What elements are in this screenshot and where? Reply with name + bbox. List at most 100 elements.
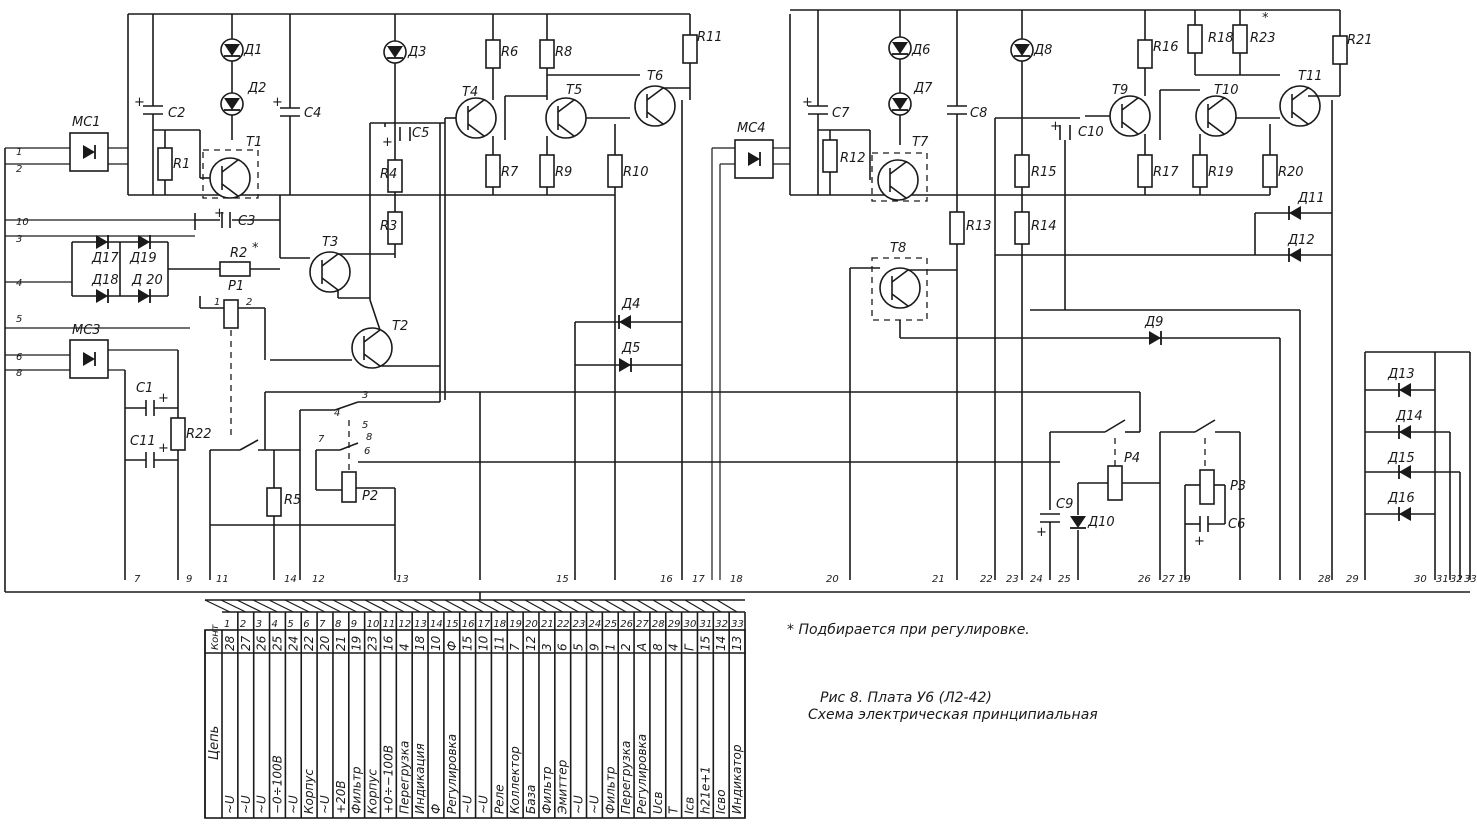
- label-p2: Р2: [362, 489, 378, 504]
- relay-pin-2: 3: [362, 390, 368, 401]
- star-mark-0: *: [252, 241, 259, 256]
- label-r18: R18: [1208, 31, 1234, 46]
- table-col-7: 7: [319, 619, 326, 630]
- table-circuit-29: Т: [667, 805, 681, 814]
- bus-number-20: 29: [1346, 574, 1359, 585]
- table-circuit-6: Корпус: [302, 769, 316, 814]
- table-contact-28: 8: [651, 643, 665, 651]
- bus-number-2: 11: [216, 574, 229, 585]
- table-circuit-17: ~U: [477, 795, 491, 814]
- table-contact-20: 12: [524, 636, 538, 651]
- input-pin-3: 3: [16, 234, 22, 245]
- label-r3: R3: [380, 219, 397, 234]
- table-contact-10: 23: [366, 636, 380, 651]
- table-col-21: 21: [541, 619, 554, 630]
- label-r14: R14: [1031, 219, 1057, 234]
- label-d2: Д2: [247, 81, 266, 96]
- table-circuit-10: Корпус: [366, 769, 380, 814]
- label-d13: Д13: [1387, 367, 1415, 382]
- label-d18: Д18: [91, 273, 119, 288]
- table-contact-18: 11: [492, 636, 506, 651]
- table-contact-12: 4: [397, 643, 411, 651]
- table-col-26: 26: [620, 619, 633, 630]
- relay-pin-3: 4: [334, 408, 340, 419]
- label-r7: R7: [501, 165, 519, 180]
- input-pin-5: 5: [16, 314, 22, 325]
- table-col-10: 10: [367, 619, 380, 630]
- input-pin-2: 10: [16, 217, 29, 228]
- label-d14: Д14: [1395, 409, 1423, 424]
- input-pin-7: 8: [16, 368, 22, 379]
- table-circuit-16: ~U: [461, 795, 475, 814]
- table-col-20: 20: [525, 619, 538, 630]
- table-circuit-11: +0÷−100В: [381, 745, 395, 814]
- label-d15: Д15: [1387, 451, 1415, 466]
- table-circuit-27: Регулировка: [635, 734, 649, 814]
- label-r2: R2: [230, 246, 247, 261]
- table-col-24: 24: [589, 619, 602, 630]
- table-circuit-8: +20В: [334, 780, 348, 814]
- table-circuit-21: Фильтр: [540, 766, 554, 814]
- label-r22: R22: [186, 427, 212, 442]
- label-t7: T7: [912, 135, 929, 150]
- input-pin-0: 1: [16, 147, 22, 158]
- label-p4: Р4: [1124, 451, 1140, 466]
- table-col-17: 17: [478, 619, 491, 630]
- label-t9: T9: [1112, 83, 1128, 98]
- table-col-9: 9: [351, 619, 357, 630]
- table-contact-17: 10: [477, 635, 491, 651]
- table-col-18: 18: [493, 619, 506, 630]
- table-col-2: 2: [240, 619, 246, 630]
- figure-caption-line2: Схема электрическая принципиальная: [808, 707, 1098, 723]
- label-d17: Д17: [91, 251, 119, 266]
- bus-number-19: 28: [1318, 574, 1331, 585]
- bus-number-3: 14: [284, 574, 297, 585]
- label-r9: R9: [555, 165, 572, 180]
- label-c9: С9: [1056, 497, 1073, 512]
- label-d12: Д12: [1287, 233, 1315, 248]
- label-c11: С11: [130, 434, 156, 449]
- bus-number-7: 16: [660, 574, 673, 585]
- label-d10: Д10: [1087, 515, 1115, 530]
- table-contact-2: 27: [239, 635, 253, 651]
- label-d20: Д 20: [131, 273, 163, 288]
- label-t11: T11: [1298, 69, 1322, 84]
- table-circuit-4: −0÷100В: [270, 755, 284, 814]
- bus-number-22: 31: [1436, 574, 1449, 585]
- label-c2: С2: [168, 106, 185, 121]
- table-contact-8: 21: [334, 636, 348, 651]
- label-d3: Д3: [407, 45, 426, 60]
- table-contact-5: 24: [286, 636, 300, 651]
- table-circuit-32: Iсво: [714, 789, 728, 814]
- table-col-4: 4: [272, 619, 278, 630]
- table-col-22: 22: [557, 619, 570, 630]
- table-contact-4: 25: [270, 636, 284, 651]
- bus-number-0: 7: [134, 574, 141, 585]
- label-r4: R4: [380, 167, 397, 182]
- label-t4: T4: [462, 85, 478, 100]
- table-contact-9: 19: [350, 636, 364, 651]
- table-circuit-14: Ф: [429, 804, 443, 814]
- bus-number-18: 19: [1178, 574, 1191, 585]
- table-circuit-3: ~U: [255, 795, 269, 814]
- table-circuit-25: Фильтр: [603, 766, 617, 814]
- table-col-5: 5: [287, 619, 293, 630]
- table-contact-33: 13: [730, 636, 744, 651]
- table-contact-32: 14: [714, 636, 728, 651]
- label-r11: R11: [697, 30, 723, 45]
- label-t3: T3: [322, 235, 338, 250]
- label-p1: Р1: [228, 279, 244, 294]
- label-d9: Д9: [1144, 315, 1163, 330]
- bus-number-1: 9: [186, 574, 192, 585]
- bus-number-11: 21: [932, 574, 945, 585]
- table-col-27: 27: [636, 619, 649, 630]
- bus-number-5: 13: [396, 574, 409, 585]
- table-circuit-1: ~U: [223, 795, 237, 814]
- table-col-31: 31: [699, 619, 712, 630]
- table-col-8: 8: [335, 619, 341, 630]
- table-circuit-13: Индикация: [413, 743, 427, 814]
- bus-number-12: 22: [980, 574, 993, 585]
- table-contact-6: 22: [302, 636, 316, 651]
- table-circuit-26: Перегрузка: [619, 741, 633, 814]
